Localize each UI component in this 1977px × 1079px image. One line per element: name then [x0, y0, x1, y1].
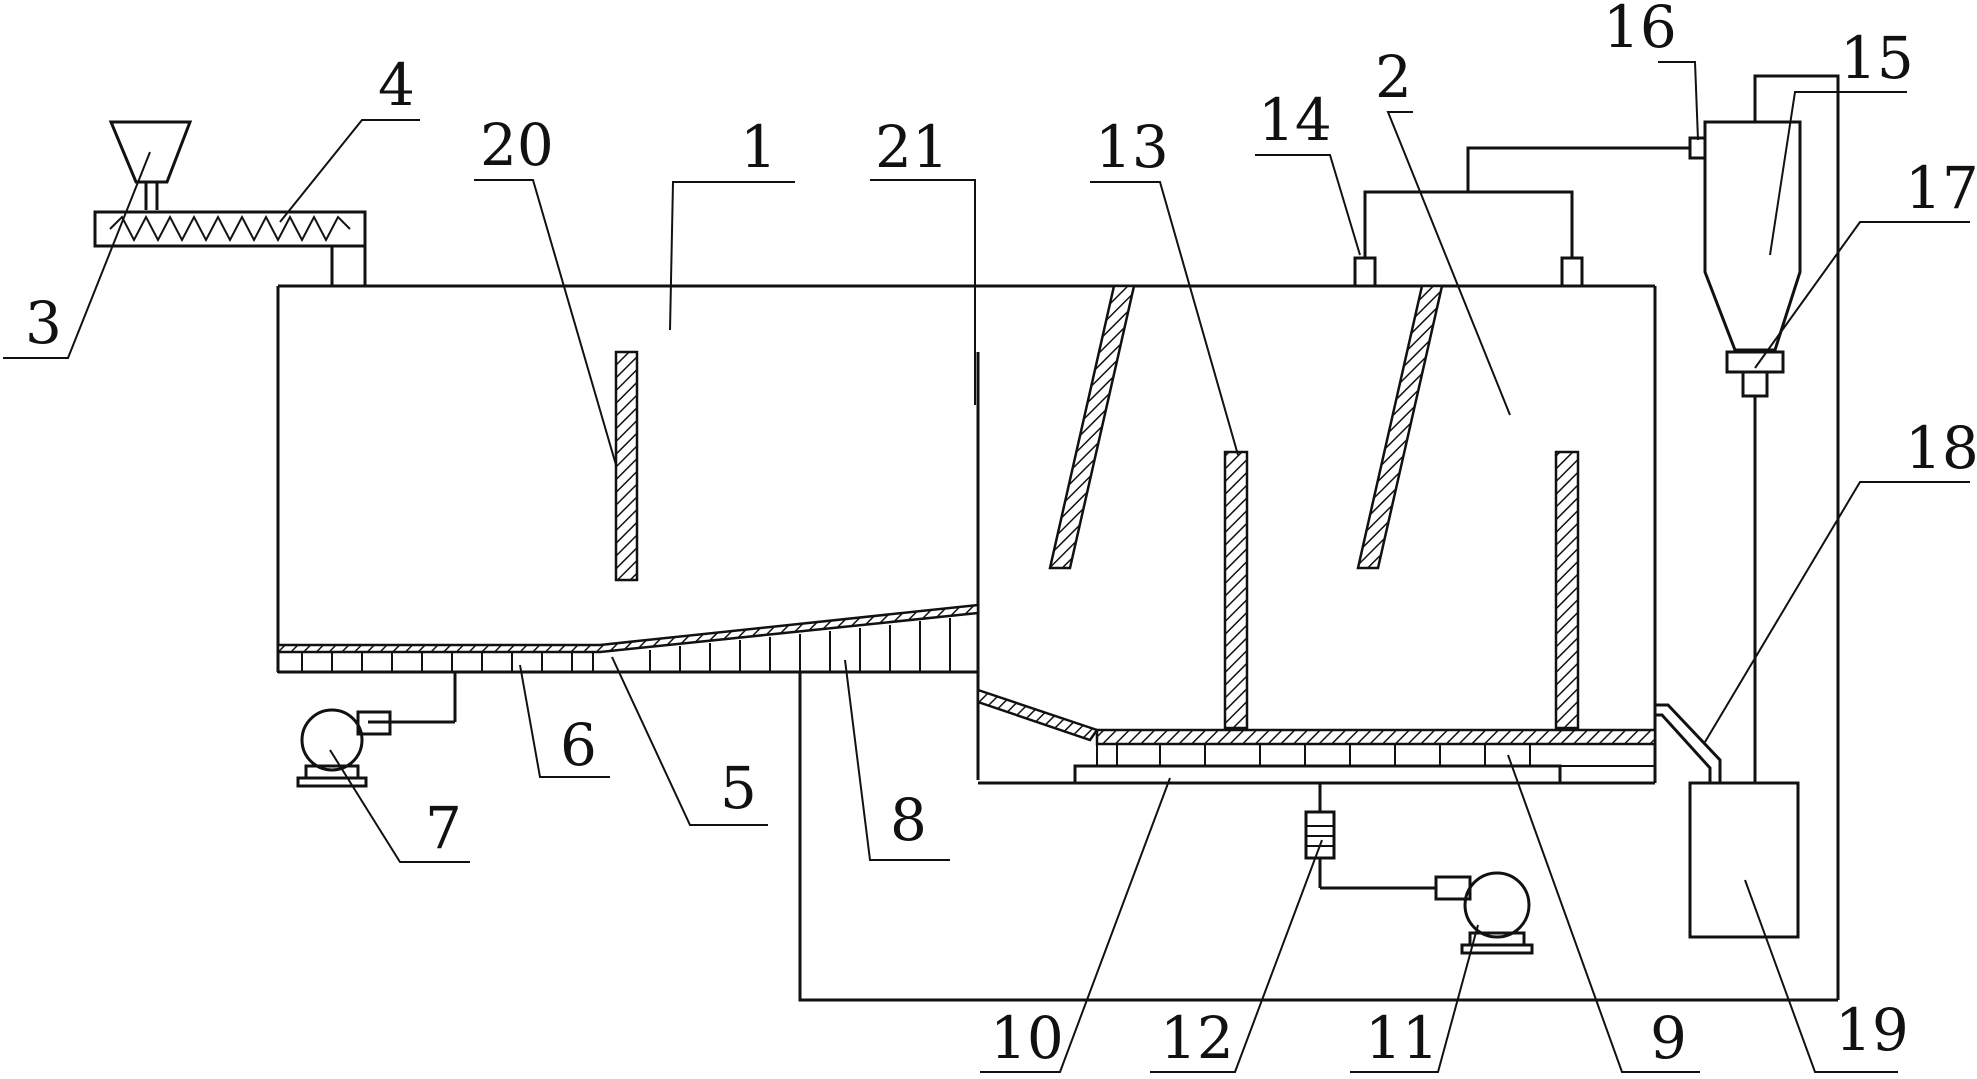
label-9: 9 [1650, 1004, 1687, 1072]
fan-7 [296, 672, 457, 788]
valve-12 [1304, 783, 1436, 890]
valve-16 [1688, 136, 1707, 160]
exhaust-pipes-14 [1353, 146, 1690, 288]
label-19: 19 [1835, 996, 1909, 1064]
label-7: 7 [425, 794, 462, 862]
label-21: 21 [875, 113, 949, 181]
label-8: 8 [890, 786, 927, 854]
label-2: 2 [1375, 43, 1412, 111]
label-16: 16 [1603, 0, 1677, 61]
slope-plate [976, 688, 1099, 742]
cyclone-15 [1703, 74, 1840, 1000]
air-box-10 [1073, 764, 1562, 785]
baffle-20 [614, 350, 639, 582]
second-chamber [978, 284, 1657, 785]
inclined-baffle-right [1356, 284, 1444, 570]
fan-11 [1434, 871, 1534, 955]
air-box-8 [649, 618, 951, 672]
label-18: 18 [1905, 414, 1977, 482]
tank-19 [1688, 781, 1800, 939]
label-15: 15 [1840, 24, 1914, 92]
return-pipe [798, 672, 1838, 1002]
label-14: 14 [1258, 86, 1332, 154]
discharge-valve-17 [1725, 350, 1785, 783]
pipe-18 [1655, 703, 1722, 783]
screw-feeder [93, 210, 367, 286]
label-17: 17 [1905, 154, 1977, 222]
label-6: 6 [560, 711, 597, 779]
label-12: 12 [1160, 1004, 1234, 1072]
label-13: 13 [1095, 113, 1169, 181]
air-box-6 [277, 651, 594, 673]
label-3: 3 [25, 289, 62, 357]
label-4: 4 [378, 51, 415, 119]
baffle-right [1554, 450, 1580, 730]
grate-9 [1095, 728, 1657, 767]
first-chamber [276, 284, 980, 780]
label-20: 20 [480, 111, 554, 179]
label-10: 10 [990, 1004, 1064, 1072]
label-1: 1 [740, 113, 777, 181]
label-11: 11 [1365, 1004, 1439, 1072]
inclined-grate-5 [276, 603, 980, 654]
feed-hopper [108, 120, 193, 210]
inclined-baffle-left [1048, 284, 1136, 570]
leader-lines [3, 61, 1970, 1073]
baffle-13 [1223, 450, 1249, 730]
label-5: 5 [720, 754, 757, 822]
number-labels: 3 4 20 1 21 13 14 2 16 15 17 18 6 5 8 7 … [25, 0, 1977, 1072]
